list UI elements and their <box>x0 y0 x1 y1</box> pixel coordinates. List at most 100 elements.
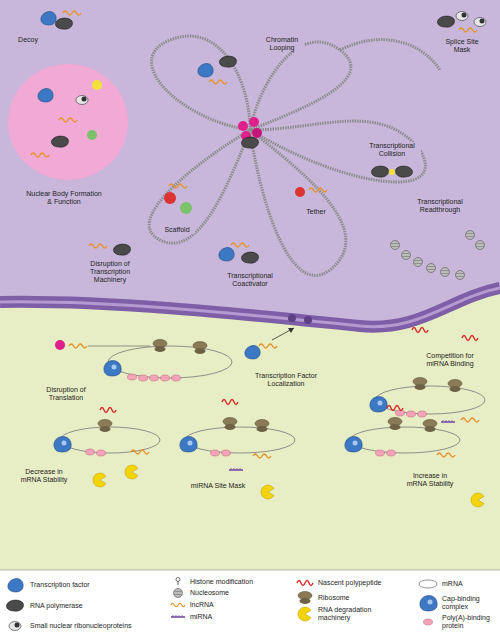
nuclear-envelope-inner <box>0 288 500 327</box>
legend-label: Cap-binding complex <box>442 595 496 611</box>
cap-binding-complex <box>345 437 362 452</box>
transcription-factor <box>38 89 53 102</box>
nascent-polypeptide <box>387 406 403 411</box>
lncrna <box>231 243 249 247</box>
mechanism-label: Decoy <box>11 36 45 44</box>
legend-label: RNA polymerase <box>30 602 83 610</box>
cap-binding-complex <box>180 437 197 452</box>
cytoplasm <box>0 0 500 570</box>
legend-icon <box>176 578 180 586</box>
nucleosome <box>391 241 400 250</box>
mrna <box>375 386 485 414</box>
legend-icon <box>298 592 312 605</box>
mechanism-label: miRNA Site Mask <box>185 482 251 490</box>
legend-icon <box>298 607 311 621</box>
chromatin-strand <box>340 40 440 70</box>
legend-label: miRNA <box>190 613 212 621</box>
nascent-polypeptide <box>462 336 478 341</box>
rna-polymerase <box>371 166 388 177</box>
mrna <box>350 427 460 453</box>
nuclear-body <box>8 64 128 180</box>
rna-polymerase <box>219 56 236 67</box>
rna-polymerase <box>51 136 68 147</box>
disruption-translation-scene <box>55 340 232 382</box>
protein <box>180 202 192 214</box>
rna-degradation <box>471 493 484 507</box>
legend-icon <box>6 600 23 611</box>
protein <box>55 340 65 350</box>
nucleosome <box>402 251 411 260</box>
snrnp <box>76 96 88 105</box>
ribosome <box>448 380 462 393</box>
mechanism-label: Disruption of Transcription Machinery <box>77 260 143 284</box>
cap-binding-complex <box>370 397 387 412</box>
legend-label: RNA degradation machinery <box>318 606 402 622</box>
mechanism-label: Transcription Factor Localization <box>253 372 319 388</box>
ribosome <box>423 420 437 433</box>
lncrna <box>209 80 227 84</box>
mechanism-label: Disruption of Translation <box>38 386 94 402</box>
lncrna <box>131 450 149 454</box>
nucleus <box>0 0 500 327</box>
snrnp <box>456 12 468 21</box>
anchor-protein <box>249 117 259 127</box>
legend-label: mRNA <box>442 580 463 588</box>
pabp <box>139 375 148 381</box>
ribosome <box>223 418 237 431</box>
rna-polymerase <box>55 18 72 29</box>
nuclear-pore <box>288 314 296 322</box>
scaffold-icons <box>164 184 192 214</box>
transcription-factor <box>245 346 260 359</box>
competition-scene <box>370 328 485 423</box>
nucleosome <box>466 231 475 240</box>
legend-icon <box>8 579 23 592</box>
chromatin-loop <box>149 130 250 243</box>
lncrna <box>63 11 81 15</box>
ribosome <box>193 342 207 355</box>
nascent-polypeptide <box>222 400 238 405</box>
nuclear-pore <box>304 316 312 324</box>
splice-mask-icons <box>437 12 486 33</box>
collision-icons <box>371 166 412 177</box>
legend-icon <box>419 580 437 588</box>
lncrna <box>461 418 479 422</box>
mrna <box>60 427 160 453</box>
rna-degradation <box>125 465 138 479</box>
legend-label: Ribosome <box>318 594 350 602</box>
nucleosome <box>427 264 436 273</box>
cap-binding-complex <box>54 437 71 452</box>
legend-label: lncRNA <box>190 601 214 609</box>
pabp <box>396 410 405 416</box>
ribosome <box>153 340 167 353</box>
lncrna <box>253 454 271 458</box>
lncrna <box>259 344 277 348</box>
nucleosome-strand <box>391 231 485 280</box>
rna-degradation <box>93 473 106 487</box>
ribosome <box>255 420 269 433</box>
legend-icon <box>424 619 433 625</box>
ribosome <box>413 378 427 391</box>
ribosome <box>388 418 402 431</box>
machinery-icons <box>89 244 130 255</box>
transcription-factor <box>41 12 56 25</box>
pabp <box>128 374 137 380</box>
pabp <box>222 450 231 456</box>
nascent-polypeptide <box>412 328 428 333</box>
loop-anchor-cluster <box>238 117 262 148</box>
lncrna <box>59 118 77 122</box>
pabp <box>97 450 106 456</box>
arrow-head <box>288 328 294 333</box>
pabp <box>172 375 181 381</box>
mechanism-label: Decrease in mRNA Stability <box>15 468 73 484</box>
mrna <box>185 427 295 453</box>
rna-polymerase <box>241 137 258 148</box>
nucleosome <box>441 268 450 277</box>
pabp <box>150 375 159 381</box>
lncrna <box>309 188 327 192</box>
ribosome <box>98 420 112 433</box>
pabp <box>86 449 95 455</box>
rna-polymerase <box>241 252 258 263</box>
chromatin-loop <box>152 36 250 130</box>
protein <box>92 80 102 90</box>
